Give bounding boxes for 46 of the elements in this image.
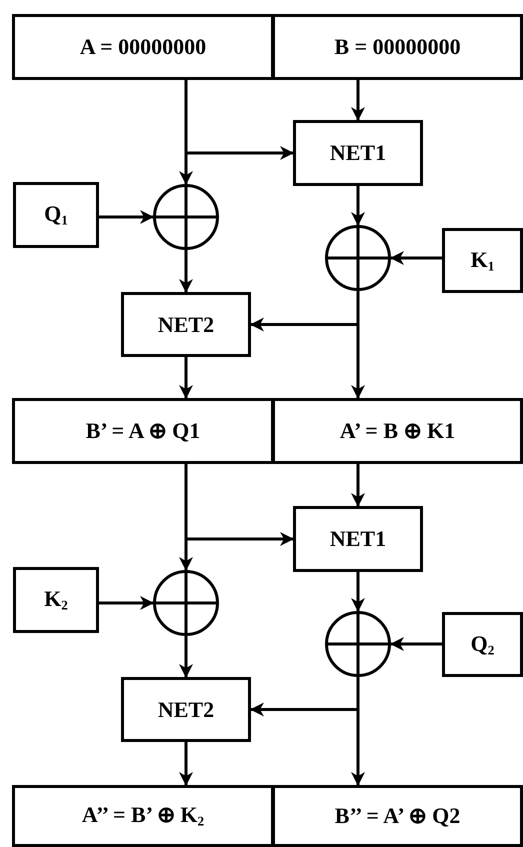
box-label: A = 00000000 [80, 34, 206, 60]
arrow [179, 742, 193, 786]
box-label: B’’ = A’ ⊕ Q2 [334, 803, 460, 829]
arrow [184, 464, 294, 546]
arrow [390, 251, 442, 265]
xor-symbol [153, 570, 219, 636]
process-box [442, 612, 523, 677]
box-label: B’ = A ⊕ Q1 [86, 418, 200, 444]
arrow [99, 210, 154, 224]
process-box [442, 228, 523, 293]
arrow [351, 572, 365, 612]
process-box [293, 120, 423, 186]
process-box [13, 182, 99, 248]
box-label: NET2 [158, 696, 214, 722]
arrow [351, 464, 365, 507]
box-label: Q$_{2}$ [470, 630, 494, 658]
arrow [390, 637, 442, 651]
box-label: K$_{2}$ [44, 586, 68, 614]
register-cell [272, 14, 523, 80]
arrow [179, 636, 193, 678]
process-box [121, 292, 251, 357]
register-cell [12, 785, 274, 847]
box-label: K$_{1}$ [470, 246, 494, 274]
register-cell [272, 785, 523, 847]
process-box [293, 506, 423, 572]
box-label: Q$_{1}$ [44, 201, 68, 229]
process-box [13, 567, 99, 633]
xor-symbol [325, 225, 391, 291]
arrow [179, 357, 193, 399]
arrow [351, 80, 365, 121]
register-cell [12, 14, 274, 80]
arrow [184, 80, 294, 160]
box-label: NET1 [330, 140, 386, 166]
process-box [121, 677, 251, 742]
register-cell [272, 398, 523, 464]
arrow [351, 186, 365, 226]
box-label: B = 00000000 [334, 34, 461, 60]
xor-symbol [325, 611, 391, 677]
register-cell [12, 398, 274, 464]
box-label: NET2 [158, 312, 214, 338]
box-label: A’’ = B’ ⊕ K$_{2}$ [82, 802, 204, 830]
arrow [99, 596, 154, 610]
box-label: NET1 [330, 526, 386, 552]
box-label: A’ = B ⊕ K1 [340, 418, 456, 444]
xor-symbol [153, 184, 219, 250]
arrow [179, 250, 193, 293]
